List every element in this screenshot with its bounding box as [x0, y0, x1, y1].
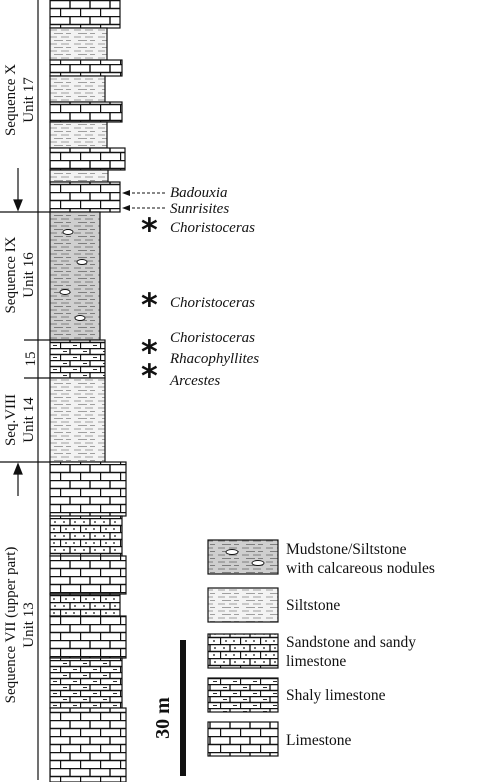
bed-shaly-limestone [49, 339, 106, 379]
bed-mudstone [49, 211, 101, 341]
scale-bar-label: 30 m [152, 697, 174, 739]
stratigraphic-column [49, 0, 127, 782]
fossil-asterisk: * [141, 286, 158, 324]
legend-label-siltstone: Siltstone [286, 597, 341, 614]
unit-label: Unit 16 [21, 252, 37, 298]
calcareous-nodule [74, 315, 86, 321]
bed-limestone [49, 707, 127, 782]
arrowhead [122, 190, 130, 196]
sequence-label: Sequence IX [3, 236, 19, 314]
calcareous-nodule [76, 259, 88, 265]
legend-swatch-siltstone [207, 587, 279, 623]
bed-limestone [49, 0, 121, 29]
fossil-label-sunrisites: Sunrisites [170, 201, 230, 217]
fossil-label-badouxia: Badouxia [170, 185, 228, 201]
unit-label: 15 [23, 351, 39, 367]
unit-label: Unit 13 [21, 602, 37, 648]
fossil-label-choristoceras: Choristoceras [170, 330, 256, 346]
fossil-label-choristoceras: Choristoceras [170, 220, 256, 236]
bed-siltstone [49, 75, 106, 103]
fossil-label-choristoceras: Choristoceras [170, 295, 256, 311]
calcareous-nodule [225, 549, 239, 555]
bed-siltstone [49, 169, 109, 183]
fossil-label-rhacophyllites: Rhacophyllites [170, 351, 260, 367]
calcareous-nodule [59, 289, 71, 295]
fossil-pointers [125, 192, 165, 209]
unit-label: Unit 17 [21, 77, 37, 123]
bed-siltstone [49, 121, 108, 149]
legend-swatch-sandstone [207, 633, 279, 669]
bed-sandy-limestone [49, 593, 121, 617]
bed-limestone [49, 181, 121, 213]
bed-limestone [49, 59, 123, 77]
sequence-boundaries [0, 0, 50, 780]
fossil-label-arcestes: Arcestes [170, 373, 221, 389]
bed-limestone [49, 101, 123, 123]
legend-swatch-mudstone [207, 539, 279, 575]
bed-siltstone [49, 27, 108, 61]
sequence-label: Seq.VIII [3, 393, 19, 447]
arrowhead [122, 205, 130, 211]
legend-label-limestone: Limestone [286, 732, 352, 749]
fossil-asterisk: * [141, 357, 158, 395]
calcareous-nodule [251, 560, 265, 566]
legend [207, 539, 279, 757]
calcareous-nodule [62, 229, 74, 235]
bed-sandy-limestone [49, 515, 123, 557]
legend-label-shaly-limestone: Shaly limestone [286, 687, 386, 704]
bed-limestone [49, 147, 126, 171]
bed-limestone [49, 555, 127, 595]
bed-limestone [49, 461, 127, 517]
bed-siltstone [49, 377, 106, 463]
unit-label: Unit 14 [21, 397, 37, 443]
bed-limestone [49, 615, 127, 659]
fossil-asterisk: * [141, 333, 158, 371]
fossil-asterisk: * [141, 211, 158, 249]
sequence-label: Sequence X [3, 63, 19, 137]
legend-swatch-limestone [207, 721, 279, 757]
sequence-label: Sequence VII (upper part) [3, 546, 19, 704]
bed-shaly-limestone [49, 657, 123, 709]
legend-swatch-shaly-limestone [207, 677, 279, 713]
